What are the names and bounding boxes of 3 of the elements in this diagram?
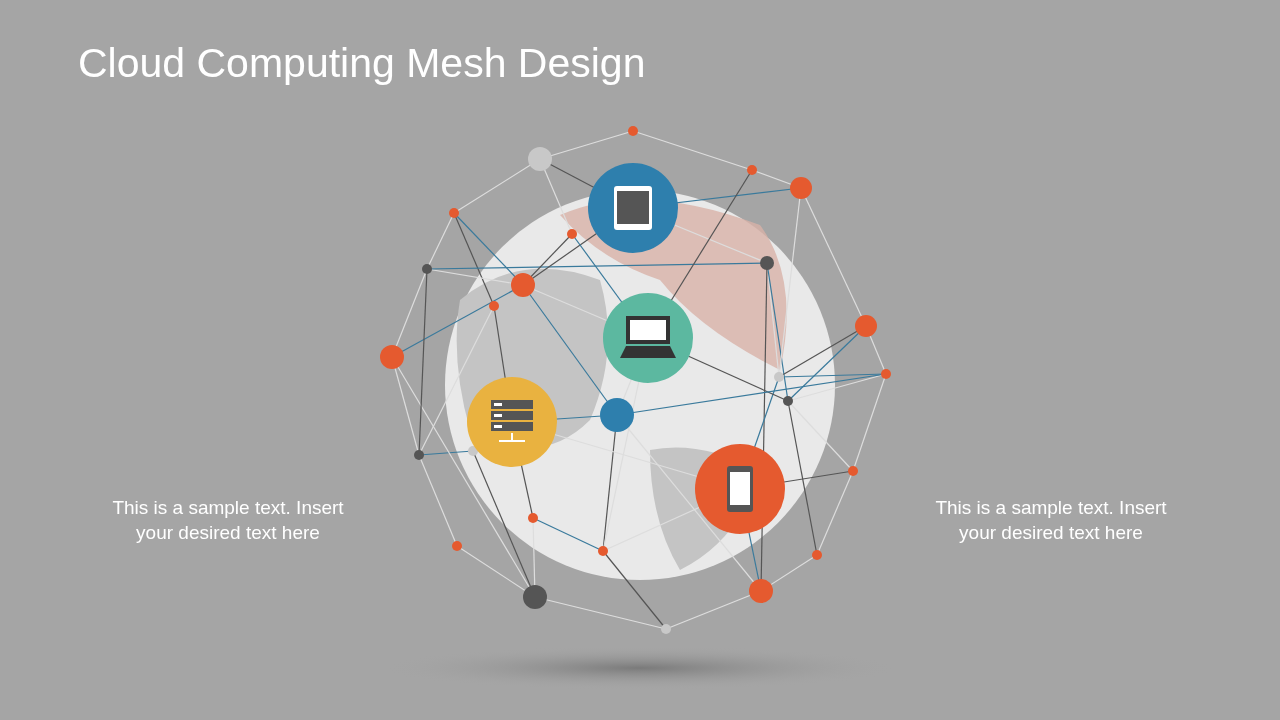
body-text: This is a sample text. Insert your desired text here bbox=[111, 496, 345, 545]
body-text: This is a sample text. Insert your desired text here bbox=[934, 496, 1168, 545]
title: Cloud Computing Mesh Design bbox=[78, 40, 646, 87]
